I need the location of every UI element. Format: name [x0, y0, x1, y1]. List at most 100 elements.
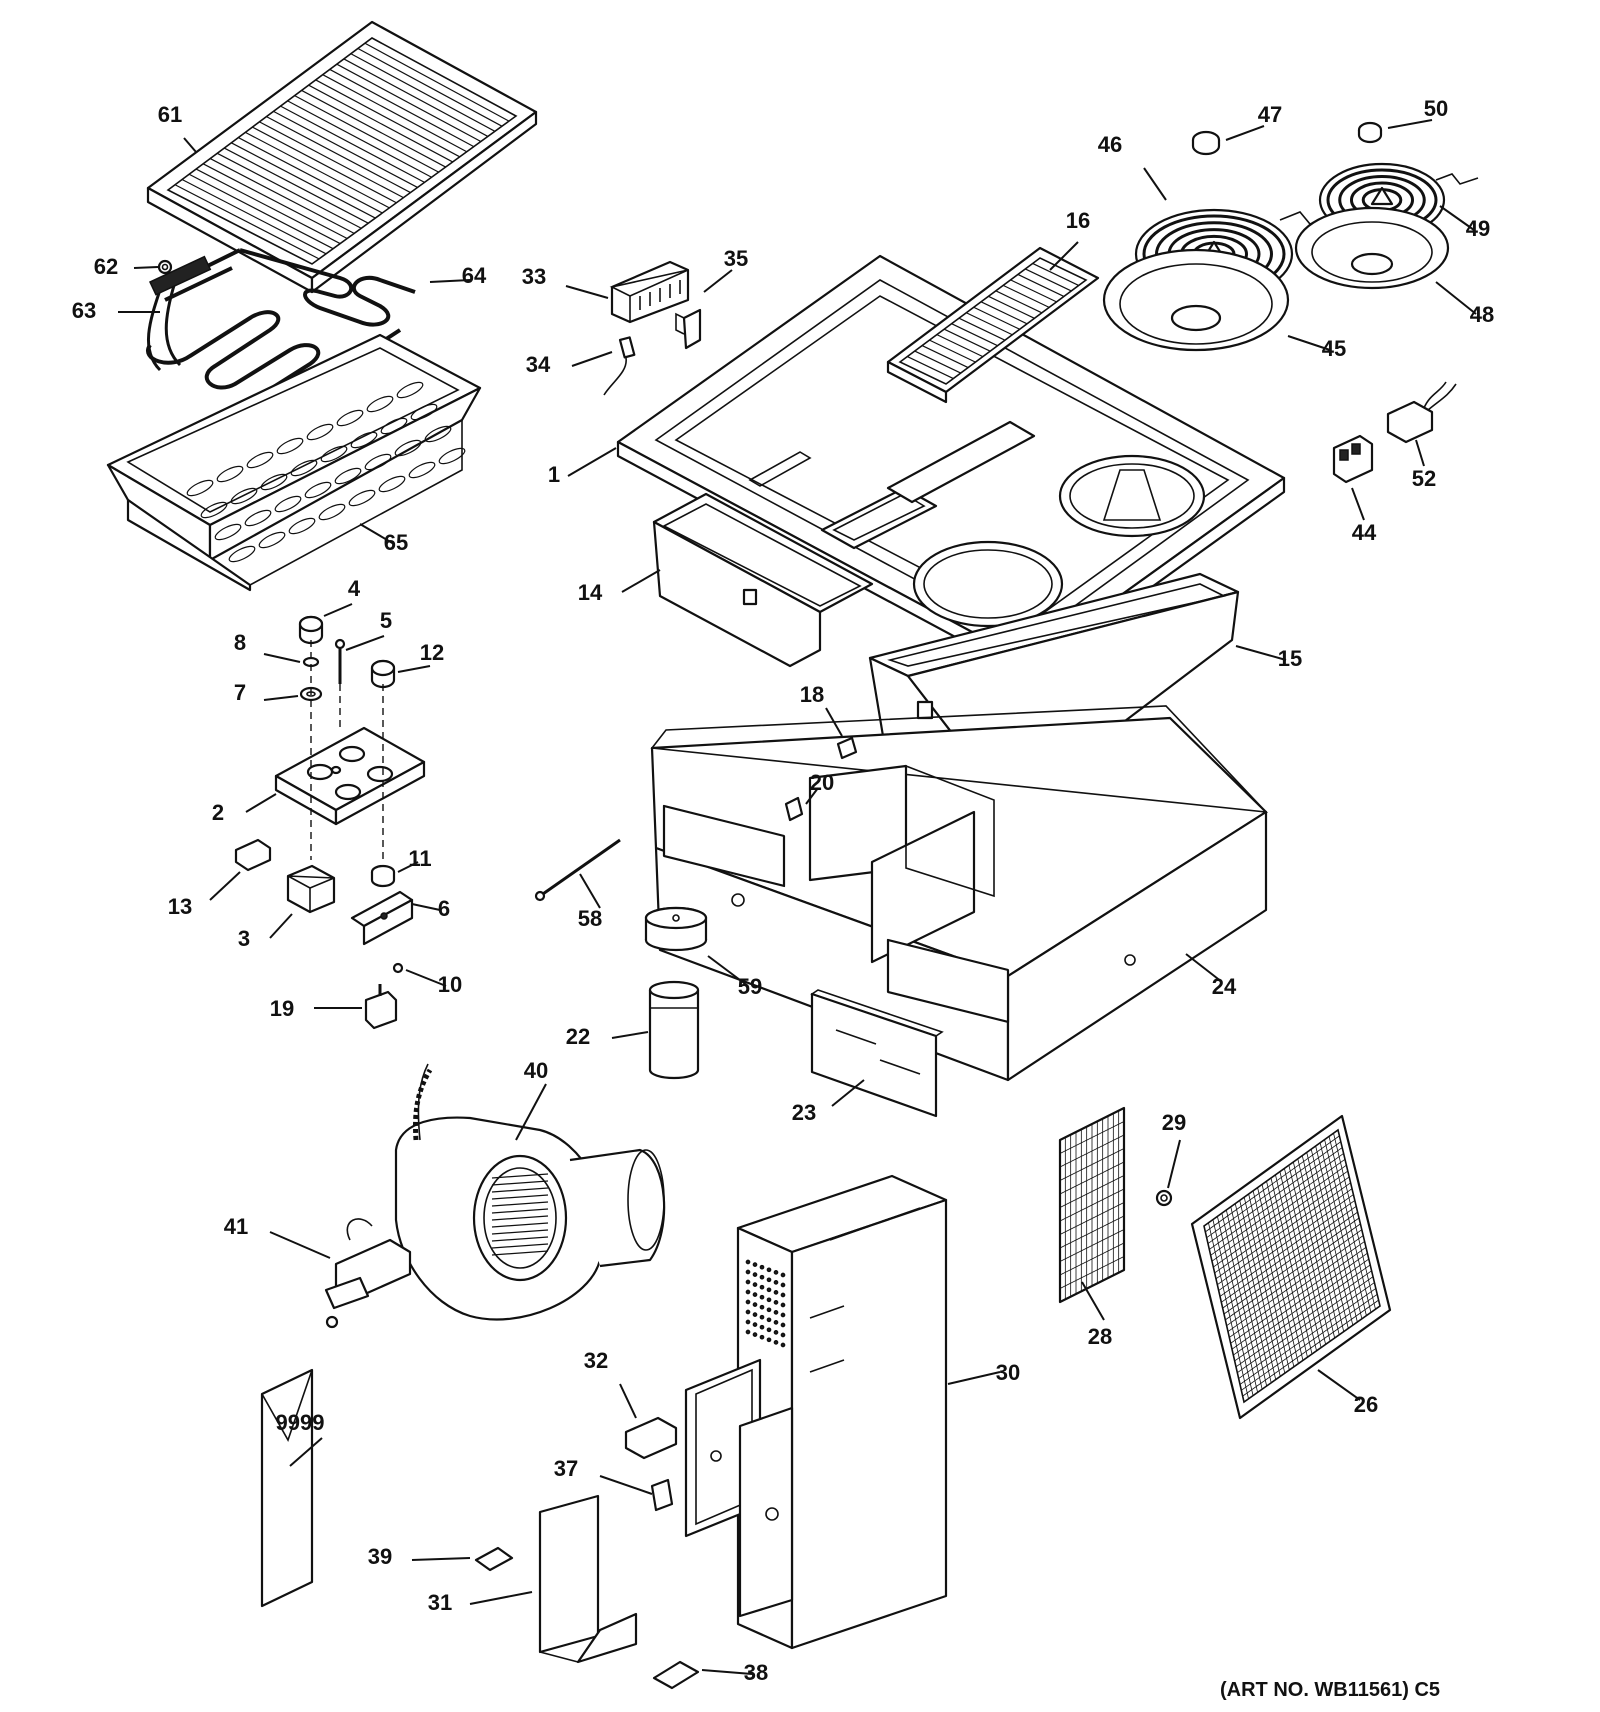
vent-hole	[780, 1322, 786, 1328]
callout-46: 46	[1098, 132, 1122, 157]
vent-hole	[780, 1332, 786, 1338]
vent-hole	[780, 1272, 786, 1278]
mesh-line	[1241, 1293, 1378, 1391]
vent-hole	[745, 1299, 751, 1305]
vent-slot	[936, 334, 984, 358]
grate-bar	[188, 173, 334, 250]
callout-leader-62	[133, 266, 159, 269]
vent-hole	[766, 1327, 772, 1333]
vent-hole	[780, 1292, 786, 1298]
callout-35: 35	[724, 246, 748, 271]
vent-hole	[752, 1312, 758, 1317]
vent-hole	[766, 1297, 772, 1303]
callout-59: 59	[738, 974, 762, 999]
grate-bar	[315, 79, 461, 158]
callout-leader-64	[429, 279, 471, 283]
pan-slot	[274, 495, 302, 513]
callout-leader-32	[619, 1383, 637, 1419]
callout-leader-5	[345, 635, 385, 651]
callout-1: 1	[548, 462, 560, 487]
callout-leader-30	[947, 1371, 1001, 1385]
callout-leader-52	[1415, 439, 1425, 467]
mesh-line	[1333, 1133, 1376, 1310]
grate-bar	[216, 152, 362, 229]
relay-32	[624, 1416, 678, 1460]
grate-bar	[252, 126, 397, 204]
vent-hole	[759, 1294, 765, 1300]
vent-hole	[745, 1289, 751, 1295]
vent-hole	[752, 1262, 758, 1267]
callout-leader-26	[1317, 1369, 1361, 1401]
pan-slot	[290, 459, 318, 477]
vent-hole	[759, 1324, 765, 1330]
callout-11: 11	[408, 846, 431, 871]
mesh-filter-small	[1058, 1106, 1126, 1304]
pan-slot	[396, 381, 424, 399]
callout-leader-9999	[289, 1437, 323, 1467]
mesh-line	[1237, 1276, 1374, 1373]
relay-37	[650, 1478, 674, 1512]
callout-26: 26	[1354, 1392, 1378, 1417]
mount-bracket	[350, 890, 414, 946]
grate-bar	[238, 137, 383, 214]
callout-leader-3	[269, 913, 293, 939]
pan-slot	[408, 461, 436, 479]
long-screw	[534, 838, 621, 902]
mesh-line	[1242, 1299, 1379, 1397]
mesh-line	[1239, 1288, 1377, 1385]
callout-leader-40	[515, 1083, 547, 1141]
callout-10: 10	[438, 972, 462, 997]
vent-slot	[929, 339, 976, 363]
grate-bar	[245, 131, 390, 209]
pan-slot	[380, 417, 408, 435]
pan-slot	[394, 439, 422, 457]
vent-hole	[745, 1309, 751, 1315]
pan-slot	[216, 465, 244, 483]
blower-vane	[491, 1180, 549, 1186]
pan-slot	[258, 531, 286, 549]
element-receptacle	[1332, 434, 1374, 484]
blower-vane	[491, 1194, 549, 1200]
callout-24: 24	[1212, 974, 1237, 999]
blower-vane	[491, 1187, 549, 1193]
callout-leader-41	[269, 1231, 331, 1259]
grate-bar	[259, 121, 404, 199]
vent-slot	[988, 295, 1035, 319]
vent-slot	[1025, 268, 1072, 292]
vent-hole	[780, 1302, 786, 1308]
callout-6: 6	[438, 896, 450, 921]
callout-41: 41	[224, 1214, 248, 1239]
vent-slot	[1010, 279, 1057, 303]
pan-slot	[320, 445, 348, 463]
mesh-line	[1059, 1256, 1125, 1289]
callout-58: 58	[578, 906, 602, 931]
vent-hole	[752, 1302, 758, 1307]
callout-34: 34	[526, 352, 551, 377]
switch-bracket	[675, 308, 702, 350]
grate-bar	[329, 68, 475, 148]
switch-housing	[609, 260, 690, 324]
vent-hole	[766, 1317, 772, 1323]
vent-slot	[958, 317, 1006, 341]
callout-19: 19	[270, 996, 294, 1021]
callout-leader-22	[611, 1031, 649, 1039]
callout-leader-18	[825, 707, 843, 737]
grate-bar	[280, 105, 425, 183]
pan-slot	[260, 473, 288, 491]
pan-slot	[336, 409, 364, 427]
callout-14: 14	[578, 580, 603, 605]
callout-leader-24	[1185, 953, 1223, 983]
callout-22: 22	[566, 1024, 590, 1049]
blower-assembly	[394, 1063, 666, 1321]
callout-leader-44	[1351, 487, 1365, 521]
vent-slot	[1017, 273, 1065, 297]
left-element-box	[652, 492, 874, 668]
vent-hole	[780, 1312, 786, 1318]
grill-grate	[146, 20, 538, 294]
callout-65: 65	[384, 530, 408, 555]
vent-slot	[973, 306, 1020, 330]
vent-hole	[773, 1320, 779, 1325]
callout-50: 50	[1424, 96, 1448, 121]
pan-slot	[304, 481, 332, 499]
